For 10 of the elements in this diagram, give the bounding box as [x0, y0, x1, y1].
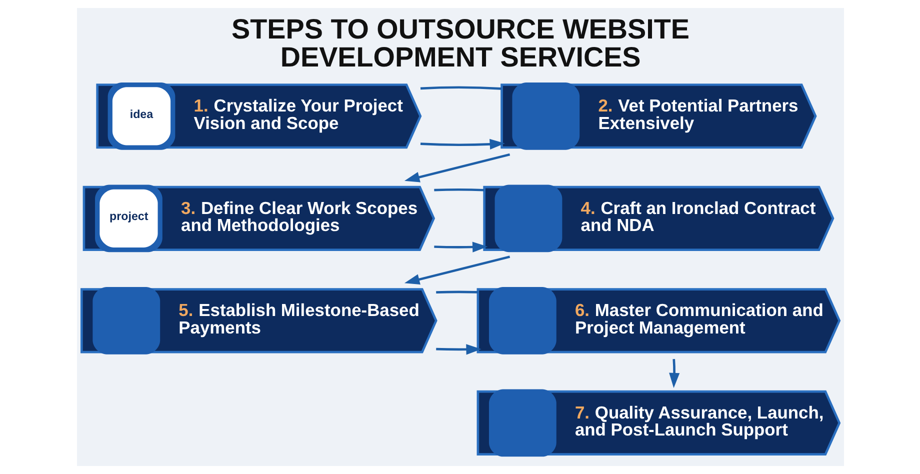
arrow: [420, 138, 504, 150]
connector: [436, 290, 478, 294]
arrow: [404, 153, 510, 182]
connector: [420, 86, 501, 90]
connector: [434, 188, 484, 192]
arrow: [404, 256, 510, 285]
diagram-title: STEPS TO OUTSOURCE WEBSITE DEVELOPMENT SERVICES: [231, 14, 689, 72]
arrow: [434, 242, 488, 252]
arrow: [436, 344, 481, 355]
arrow: [668, 358, 680, 388]
